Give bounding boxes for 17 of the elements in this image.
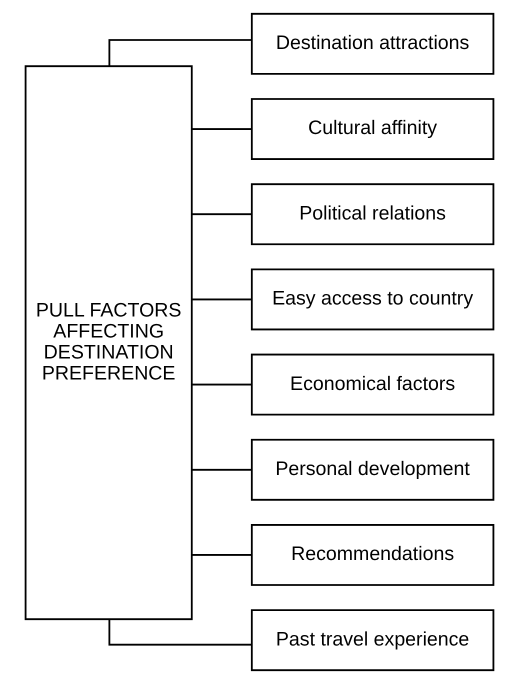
connector xyxy=(191,213,252,216)
connector xyxy=(191,384,252,386)
connector xyxy=(191,468,252,471)
connector xyxy=(108,619,252,646)
node-box: Economical factors xyxy=(250,354,494,416)
connector xyxy=(191,128,252,130)
node-box: Easy access to country xyxy=(250,268,494,330)
node-box: Destination attractions xyxy=(250,12,494,75)
node-box: PULL FACTORS AFFECTING DESTINATION PREFERENCE xyxy=(24,65,192,620)
connector xyxy=(191,298,252,300)
connector xyxy=(191,554,252,556)
node-box: Cultural affinity xyxy=(250,98,494,160)
node-box: Recommendations xyxy=(250,524,494,586)
node-box: Personal development xyxy=(250,438,494,501)
connector xyxy=(108,39,252,66)
node-box: Political relations xyxy=(250,183,494,246)
node-box: Past travel experience xyxy=(250,609,494,672)
